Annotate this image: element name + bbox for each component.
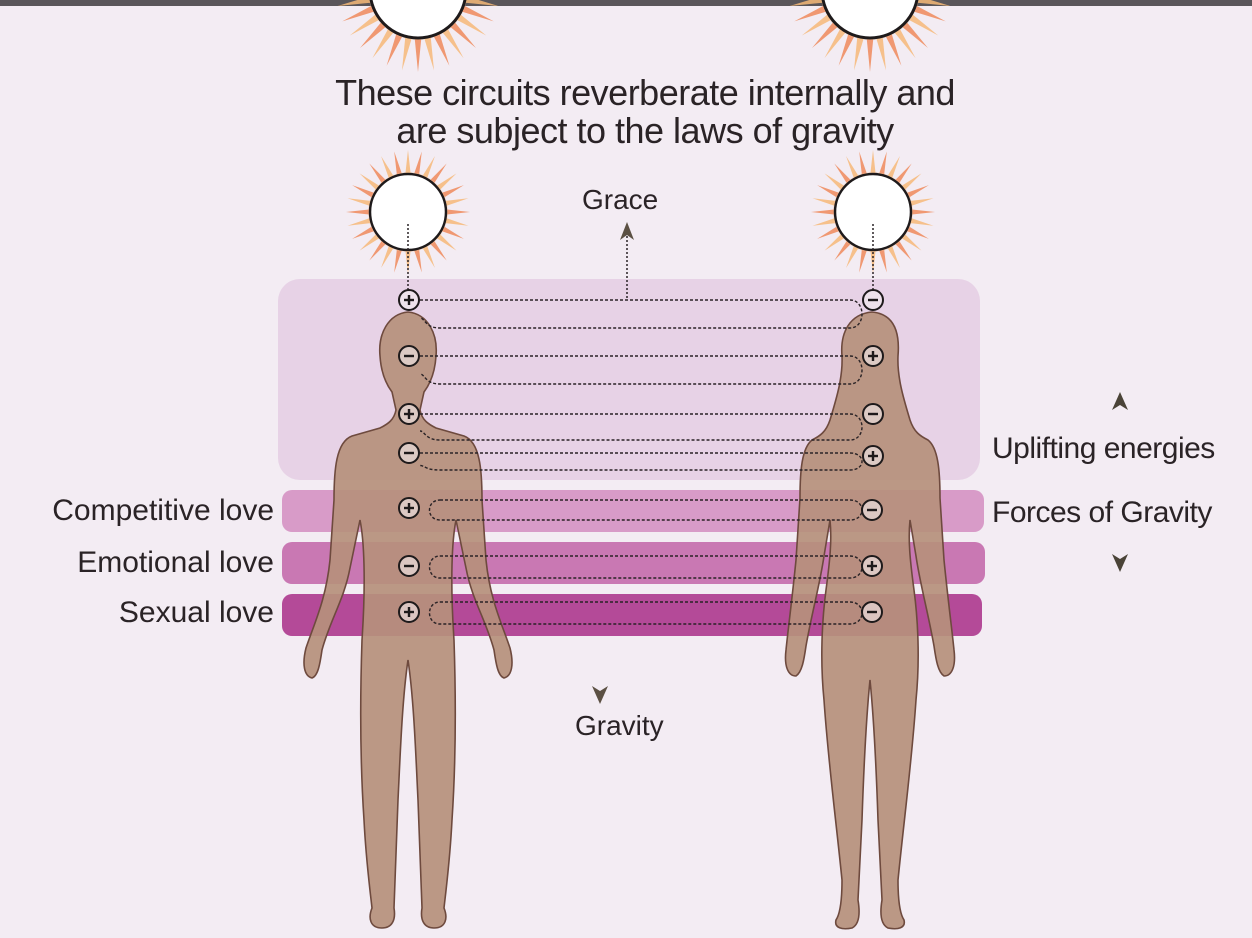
sun-icon <box>788 0 952 72</box>
plus-icon <box>399 404 419 424</box>
grace-label: Grace <box>582 184 658 216</box>
diagram-title: These circuits reverberate internally an… <box>300 74 990 150</box>
label-competitive-love: Competitive love <box>4 494 274 528</box>
plus-icon <box>863 446 883 466</box>
minus-icon <box>862 602 882 622</box>
sun-icon <box>811 150 935 274</box>
minus-icon <box>862 500 882 520</box>
plus-icon <box>399 498 419 518</box>
label-forces-of-gravity: Forces of Gravity <box>992 496 1212 530</box>
label-sexual-love: Sexual love <box>4 596 274 630</box>
label-uplifting-energies: Uplifting energies <box>992 432 1215 466</box>
sun-icon <box>336 0 500 72</box>
minus-icon <box>399 556 419 576</box>
title-line-2: are subject to the laws of gravity <box>300 112 990 150</box>
plus-icon <box>399 290 419 310</box>
arrow-down-icon <box>592 686 608 704</box>
minus-icon <box>863 290 883 310</box>
sun-icon <box>346 150 470 274</box>
plus-icon <box>399 602 419 622</box>
title-line-1: These circuits reverberate internally an… <box>300 74 990 112</box>
plus-icon <box>862 556 882 576</box>
plus-icon <box>863 346 883 366</box>
label-emotional-love: Emotional love <box>4 546 274 580</box>
minus-icon <box>863 404 883 424</box>
minus-icon <box>399 346 419 366</box>
minus-icon <box>399 443 419 463</box>
gravity-label: Gravity <box>575 710 664 742</box>
arrow-up-icon <box>1112 392 1128 410</box>
arrow-down-icon <box>1112 554 1128 572</box>
